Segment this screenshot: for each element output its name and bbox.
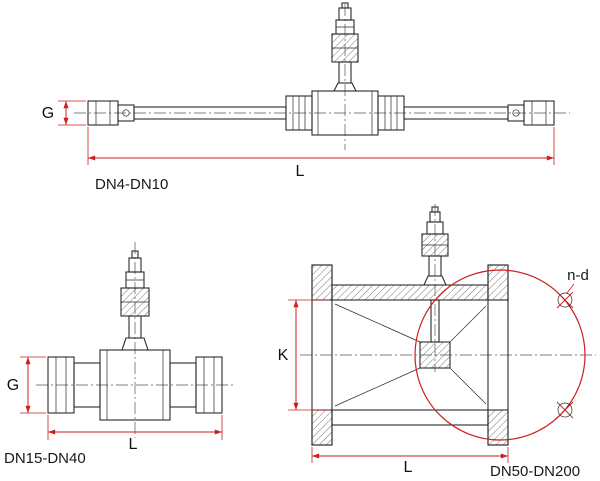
sensor-head [331,2,359,92]
drawing-dn50-dn200: n-d K L DN50-DN200 [278,204,596,480]
meter-body [311,264,509,446]
sensor-head [120,250,150,351]
bolt-circle: n-d [414,267,589,441]
leader-line [566,283,575,294]
dimension-k: K [278,299,330,411]
right-hex-nut [523,100,555,126]
right-thread-end [195,356,223,414]
tube-bottom-wall [331,409,489,426]
tube-top-wall [331,284,489,301]
size-range-label: DN50-DN200 [490,463,580,480]
dimension-l: L [47,415,223,453]
size-range-label: DN4-DN10 [95,176,168,193]
dim-label-l: L [129,436,138,453]
size-range-label: DN15-DN40 [4,450,86,467]
dimension-g: G [7,356,46,414]
bolt-circle-line [414,269,586,441]
flow-cones [334,303,487,407]
bolt-circle-label: n-d [567,267,589,284]
bolt-hole-marks [556,291,574,419]
dim-label-l: L [404,459,413,476]
dimension-l: L [87,127,555,180]
drawing-dn4-dn10: G L DN4-DN10 [42,2,570,193]
bolt-hole-bottom [557,402,573,418]
sensor-head [421,206,449,286]
drawing-dn15-dn40: G L DN15-DN40 [4,242,234,467]
dimension-g: G [42,100,86,126]
dim-label-l: L [296,163,305,180]
dimension-l: L [311,447,509,476]
turbine-rotor [419,341,451,369]
dim-label-g: G [7,377,19,394]
dim-label-g: G [42,105,54,122]
dim-label-k: K [278,347,289,364]
meter-body [47,349,223,421]
bolt-hole-top [557,292,573,308]
